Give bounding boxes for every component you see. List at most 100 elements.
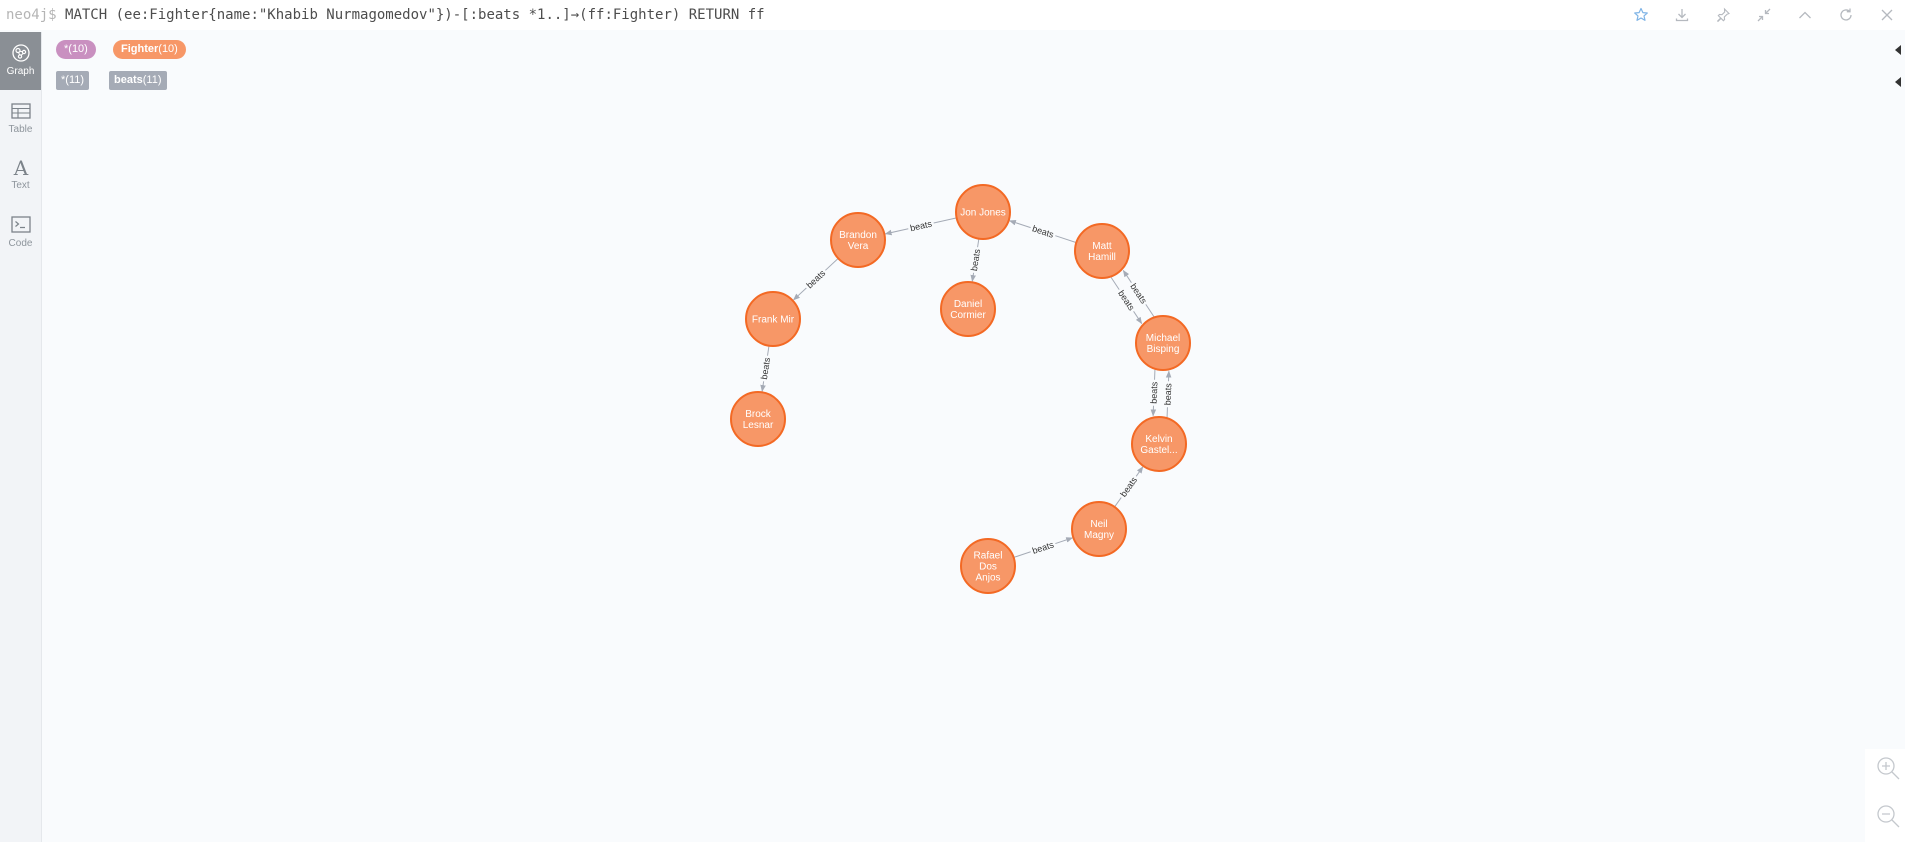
relationship-arrow[interactable] bbox=[1135, 466, 1144, 477]
query-editor[interactable]: neo4j$ MATCH (ee:Fighter{name:"Khabib Nu… bbox=[6, 0, 765, 30]
rerun-icon[interactable] bbox=[1835, 4, 1857, 26]
node-circle[interactable] bbox=[1074, 223, 1130, 279]
sidebar-item-table[interactable]: Table bbox=[0, 90, 41, 148]
rel-tag-beats[interactable]: beats(11) bbox=[109, 71, 167, 90]
sidebar-item-label: Text bbox=[11, 180, 30, 191]
node-circle[interactable] bbox=[940, 281, 996, 337]
table-icon bbox=[10, 103, 31, 119]
node-circle[interactable] bbox=[960, 538, 1016, 594]
relationship-line[interactable] bbox=[1055, 235, 1077, 244]
sidebar-item-graph[interactable]: Graph bbox=[0, 32, 41, 90]
node-caption: Anjos bbox=[975, 573, 1000, 584]
node-kelvin[interactable]: KelvinGastel... bbox=[1131, 416, 1187, 472]
node-caption: Bisping bbox=[1147, 344, 1180, 355]
relationship-arrow[interactable] bbox=[1133, 311, 1143, 325]
node-circle[interactable] bbox=[1071, 501, 1127, 557]
query-text[interactable]: MATCH (ee:Fighter{name:"Khabib Nurmagome… bbox=[65, 7, 765, 23]
label-pill-fighter[interactable]: Fighter(10) bbox=[113, 40, 186, 59]
graph-canvas[interactable]: beatsbeatsbeatsbeatsbeatsbeatsbeatsbeats… bbox=[42, 96, 1905, 842]
relationship-line[interactable] bbox=[977, 238, 980, 248]
node-frank[interactable]: Frank Mir bbox=[745, 291, 801, 347]
query-bar: neo4j$ MATCH (ee:Fighter{name:"Khabib Nu… bbox=[0, 0, 1905, 30]
frame-toolbar bbox=[1620, 0, 1905, 28]
pin-icon[interactable] bbox=[1712, 4, 1734, 26]
relationship-line[interactable] bbox=[767, 345, 770, 356]
collapse-labels-icon[interactable] bbox=[1895, 45, 1901, 55]
query-prompt: neo4j$ bbox=[6, 7, 57, 23]
node-circle[interactable] bbox=[955, 184, 1011, 240]
node-caption: Matt bbox=[1092, 241, 1112, 252]
rel-tag-name: beats bbox=[114, 74, 143, 86]
relationship-arrow[interactable] bbox=[1122, 269, 1132, 283]
node-caption: Brock bbox=[745, 409, 772, 420]
collapse-relationships-icon[interactable] bbox=[1895, 77, 1901, 87]
download-icon[interactable] bbox=[1671, 4, 1693, 26]
node-caption: Brandon bbox=[839, 230, 877, 241]
relationship-line[interactable] bbox=[1114, 497, 1122, 508]
relationship-label[interactable]: beats bbox=[1149, 381, 1160, 404]
node-caption: Gastel... bbox=[1140, 445, 1177, 456]
label-pill-all[interactable]: *(10) bbox=[56, 40, 96, 59]
relationship-arrow[interactable] bbox=[970, 272, 977, 283]
relationship-arrow[interactable] bbox=[1008, 220, 1031, 229]
rel-tag-name: * bbox=[61, 74, 66, 86]
node-caption: Kelvin bbox=[1145, 434, 1172, 445]
result-legend: *(10) Fighter(10) *(11) beats(11) bbox=[42, 32, 1905, 96]
node-caption: Magny bbox=[1084, 530, 1114, 541]
relationship-arrow[interactable] bbox=[884, 228, 909, 236]
label-pill-count: (10) bbox=[68, 43, 88, 55]
relationship-arrow[interactable] bbox=[1055, 537, 1074, 545]
relationship-label[interactable]: beats bbox=[1031, 223, 1056, 240]
relationship-label[interactable]: beats bbox=[804, 268, 827, 291]
relationship-line[interactable] bbox=[1013, 551, 1031, 558]
relationship-line[interactable] bbox=[1145, 304, 1155, 317]
zoom-controls bbox=[1865, 749, 1905, 842]
node-caption: Rafael bbox=[974, 551, 1003, 562]
node-circle[interactable] bbox=[730, 391, 786, 447]
close-icon[interactable] bbox=[1876, 4, 1898, 26]
relationship-label[interactable]: beats bbox=[1118, 475, 1139, 499]
collapse-arrows-icon[interactable] bbox=[1753, 4, 1775, 26]
relationship-label[interactable]: beats bbox=[1163, 383, 1174, 406]
node-caption: Dos bbox=[979, 562, 997, 573]
node-circle[interactable] bbox=[1135, 315, 1191, 371]
node-caption: Vera bbox=[848, 241, 869, 252]
node-caption: Michael bbox=[1146, 333, 1180, 344]
relationship-arrow[interactable] bbox=[760, 381, 766, 393]
sidebar-item-code[interactable]: Code bbox=[0, 204, 41, 262]
svg-text:A: A bbox=[12, 156, 28, 178]
node-circle[interactable] bbox=[1131, 416, 1187, 472]
relationship-arrow[interactable] bbox=[792, 287, 807, 301]
text-icon: A bbox=[12, 156, 28, 178]
sidebar-item-label: Table bbox=[8, 124, 33, 135]
node-circle[interactable] bbox=[745, 291, 801, 347]
node-caption: Frank Mir bbox=[752, 315, 795, 326]
label-pill-count: (10) bbox=[158, 43, 178, 55]
node-circle[interactable] bbox=[830, 212, 886, 268]
favorite-star-icon[interactable] bbox=[1630, 4, 1652, 26]
zoom-out-icon[interactable] bbox=[1875, 803, 1901, 829]
chevron-up-icon[interactable] bbox=[1794, 4, 1816, 26]
node-caption: Daniel bbox=[954, 299, 982, 310]
sidebar-item-text[interactable]: A Text bbox=[0, 146, 41, 204]
node-caption: Hamill bbox=[1088, 252, 1116, 263]
relationship-label[interactable]: beats bbox=[1031, 539, 1056, 556]
view-sidebar: Graph Table A Text Code bbox=[0, 32, 42, 842]
zoom-in-icon[interactable] bbox=[1875, 755, 1901, 781]
relationship-line[interactable] bbox=[933, 217, 957, 224]
relationship-label[interactable]: beats bbox=[759, 356, 772, 380]
node-caption: Jon Jones bbox=[960, 208, 1006, 219]
relationship-line[interactable] bbox=[1110, 277, 1120, 290]
rel-tag-all[interactable]: *(11) bbox=[56, 71, 90, 90]
relationship-label[interactable]: beats bbox=[969, 248, 982, 272]
node-jon[interactable]: Jon Jones bbox=[955, 184, 1011, 240]
relationship-line[interactable] bbox=[825, 258, 839, 271]
relationship-label[interactable]: beats bbox=[909, 218, 933, 233]
